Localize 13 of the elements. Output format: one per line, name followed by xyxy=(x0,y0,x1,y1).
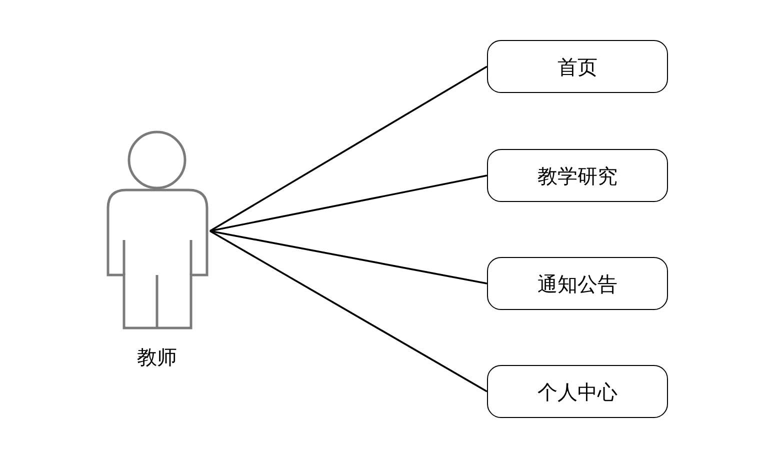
use-case-label: 首页 xyxy=(558,54,598,80)
use-case-box xyxy=(487,40,668,93)
connector-line xyxy=(210,230,488,284)
use-case-label: 个人中心 xyxy=(538,378,618,406)
connector-line xyxy=(210,174,488,232)
actor-label: 教师 xyxy=(136,344,178,371)
use-case-box xyxy=(487,149,668,202)
use-case-box xyxy=(487,257,668,310)
connector-line xyxy=(210,66,488,232)
use-case-box xyxy=(487,365,668,418)
connector-line xyxy=(210,230,488,392)
use-case-label: 教学研究 xyxy=(538,162,618,190)
use-case-label: 通知公告 xyxy=(538,270,618,298)
